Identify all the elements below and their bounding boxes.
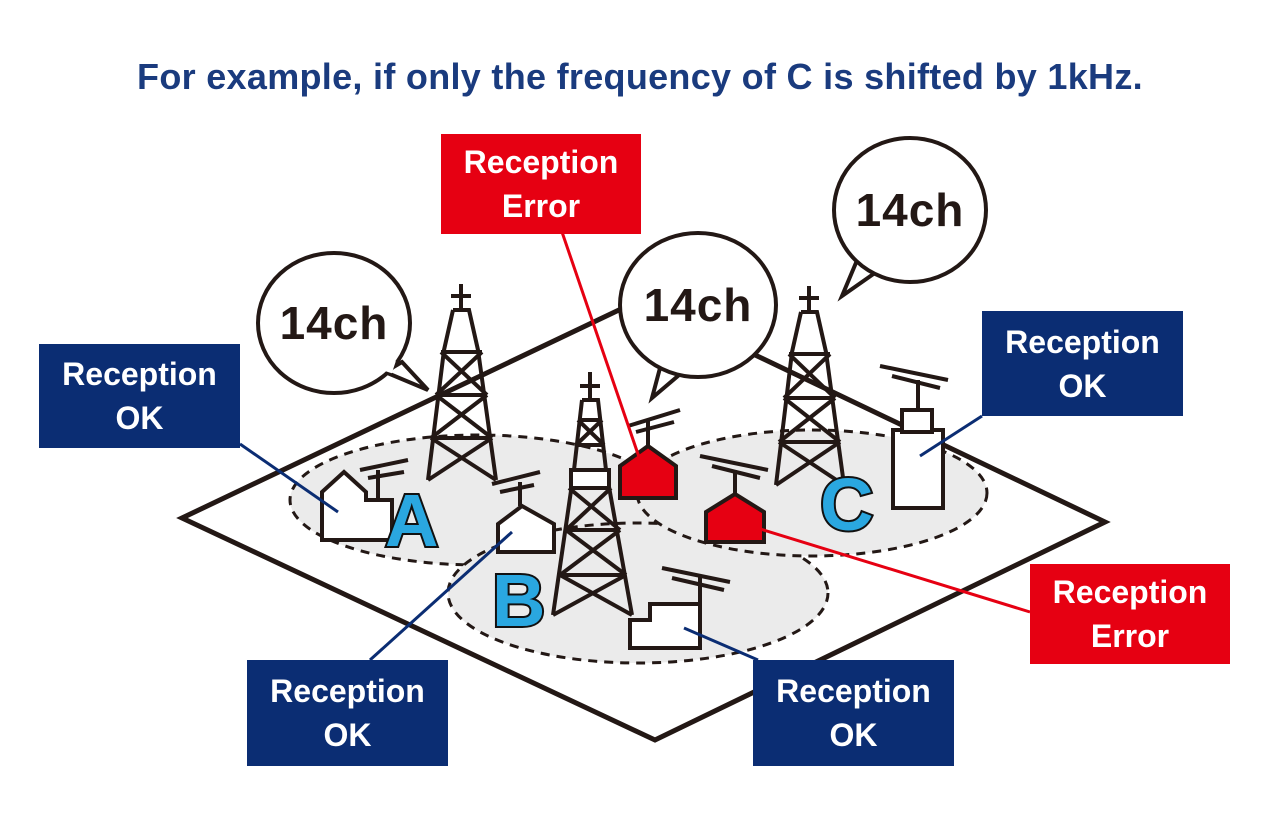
speech-bubble-c bbox=[832, 136, 988, 302]
reception-error-box-top: Reception Error bbox=[441, 134, 641, 234]
coverage-area-b bbox=[446, 521, 830, 665]
reception-ok-left-line2: OK bbox=[115, 400, 164, 436]
leader-line-ok-bottom-left bbox=[368, 530, 514, 662]
reception-ok-right-top-line1: Reception bbox=[1005, 323, 1160, 360]
reception-error-top-line1: Reception bbox=[463, 144, 619, 180]
page-title: For example, if only the frequency of C … bbox=[137, 56, 1143, 97]
reception-error-right-line1: Reception bbox=[1052, 574, 1208, 610]
tower-a bbox=[426, 284, 498, 482]
house-ok-bottom bbox=[628, 566, 731, 650]
leader-line-ok-right-top bbox=[919, 414, 983, 458]
bubble-label-a: 14ch bbox=[279, 297, 389, 349]
leader-line-ok-left bbox=[239, 442, 339, 514]
reception-ok-bottom-left-line2: OK bbox=[323, 717, 372, 753]
reception-ok-box-right-top: Reception OK bbox=[982, 311, 1183, 416]
leader-line-error-top bbox=[560, 231, 642, 461]
reception-error-box-right: Reception Error bbox=[1030, 564, 1230, 664]
house-error-top bbox=[618, 408, 681, 500]
leader-line-error-right bbox=[743, 522, 1031, 614]
reception-error-top-line2: Error bbox=[501, 188, 581, 224]
building-ok-c bbox=[879, 364, 949, 510]
house-error-right bbox=[699, 454, 769, 544]
station-label-b: B bbox=[490, 557, 547, 644]
reception-ok-box-left: Reception OK bbox=[39, 344, 240, 448]
reception-ok-box-bottom-left: Reception OK bbox=[247, 660, 448, 766]
house-ok-a bbox=[320, 458, 409, 542]
bubble-label-b: 14ch bbox=[643, 279, 753, 331]
speech-bubble-a bbox=[256, 251, 430, 395]
speech-bubble-b bbox=[618, 231, 778, 404]
reception-error-right-line2: Error bbox=[1090, 618, 1170, 654]
reception-ok-bottom-left-line1: Reception bbox=[270, 673, 425, 709]
tower-c bbox=[774, 286, 846, 487]
reception-ok-bottom-right-line1: Reception bbox=[776, 673, 931, 709]
leader-line-ok-bottom-right bbox=[683, 626, 759, 662]
station-label-a: A bbox=[383, 477, 440, 564]
reception-ok-left-line1: Reception bbox=[62, 356, 217, 392]
reception-ok-right-top-line2: OK bbox=[1058, 367, 1107, 404]
station-label-c: C bbox=[818, 461, 875, 548]
reception-ok-box-bottom-right: Reception OK bbox=[753, 660, 954, 766]
tower-b bbox=[551, 372, 634, 617]
reception-ok-bottom-right-line2: OK bbox=[829, 717, 878, 753]
house-ok-b bbox=[491, 470, 556, 554]
bubble-label-c: 14ch bbox=[855, 184, 965, 236]
